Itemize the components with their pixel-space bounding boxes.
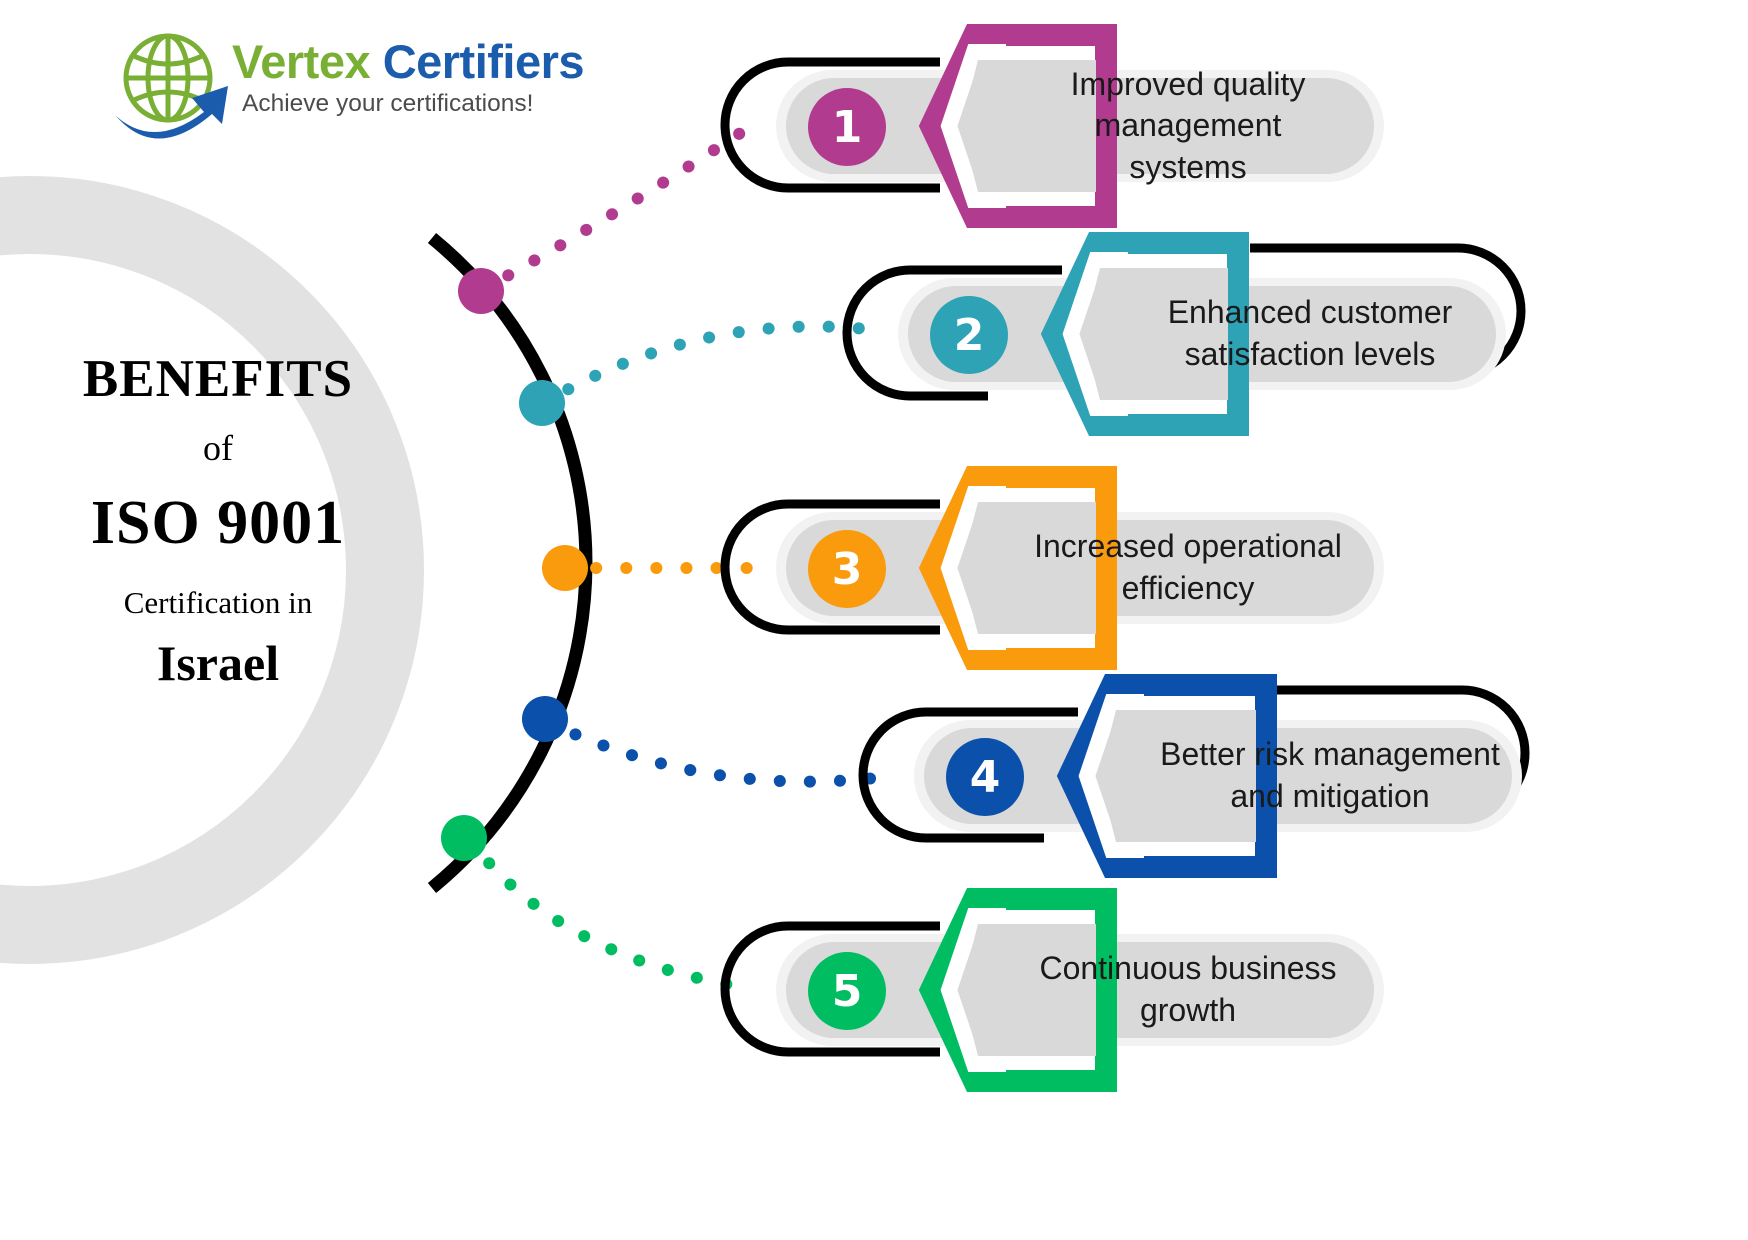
benefit-1-hexagon-left bbox=[918, 24, 1052, 228]
benefit-5-black-bracket bbox=[720, 921, 940, 1057]
title-line-of: of bbox=[203, 427, 233, 468]
arc-node-3 bbox=[542, 545, 588, 591]
benefit-5-hexagon-inner bbox=[940, 908, 1006, 1072]
benefit-2-black-bracket-left bbox=[842, 265, 1062, 401]
logo-tagline: Achieve your certifications! bbox=[242, 90, 534, 117]
page-title: BENEFITS of ISO 9001 Certification in Is… bbox=[18, 350, 418, 692]
benefit-5-text: Continuous business growth bbox=[1039, 950, 1337, 1028]
benefit-1-number-badge: 1 bbox=[808, 88, 886, 166]
benefit-5-number-badge: 5 bbox=[808, 952, 886, 1030]
benefit-4-black-bracket-left bbox=[858, 707, 1078, 843]
benefit-4-number-badge: 4 bbox=[946, 738, 1024, 816]
brand-logo[interactable]: Vertex Certifiers Achieve your certifica… bbox=[108, 28, 585, 148]
benefit-2-hexagon-inner bbox=[1062, 252, 1128, 416]
benefit-4-hexagon-group bbox=[1056, 674, 1277, 878]
benefit-3-black-bracket bbox=[720, 499, 940, 635]
logo-word-primary: Vertex bbox=[232, 35, 371, 88]
logo-wordmark: Vertex Certifiers bbox=[232, 34, 585, 89]
benefit-3-hexagon-left bbox=[918, 466, 1052, 670]
benefit-4-hexagon-fill bbox=[1099, 710, 1256, 842]
arc-node-5 bbox=[441, 815, 487, 861]
benefit-3-hexagon-right bbox=[1052, 466, 1117, 670]
benefit-3-number: 3 bbox=[831, 543, 863, 595]
grey-ring bbox=[0, 176, 424, 964]
arc-node-4 bbox=[522, 696, 568, 742]
benefit-3-text: Increased operational efficiency bbox=[1034, 528, 1342, 606]
benefit-2-hexagon-left bbox=[1040, 232, 1174, 436]
globe-arrow-icon bbox=[116, 33, 228, 139]
benefit-3-hexagon-inner bbox=[940, 486, 1006, 650]
benefit-1-hexagon-group bbox=[918, 24, 1117, 228]
connector-dots-1 bbox=[476, 124, 751, 296]
benefit-4-hexagon-left bbox=[1056, 674, 1190, 878]
benefit-4-number: 4 bbox=[969, 751, 1001, 803]
benefit-2-number: 2 bbox=[953, 309, 985, 361]
benefit-2-number-badge: 2 bbox=[930, 296, 1008, 374]
benefit-1-number: 1 bbox=[831, 101, 863, 153]
benefit-2-hexagon-group bbox=[1040, 232, 1249, 436]
benefit-2-hexagon-fill bbox=[1083, 268, 1228, 400]
arc-node-2 bbox=[519, 380, 565, 426]
benefit-item-4[interactable]: 4 Better risk management and mitigation bbox=[858, 674, 1562, 878]
connector-dots-2 bbox=[536, 320, 882, 410]
benefit-3-hexagon-fill bbox=[961, 502, 1096, 634]
benefit-3-number-badge: 3 bbox=[808, 530, 886, 608]
benefit-1-hexagon-right bbox=[1052, 24, 1117, 228]
benefit-5-outline-group bbox=[720, 921, 940, 1057]
benefit-1-outline-group bbox=[720, 57, 940, 193]
title-line-country: Israel bbox=[156, 635, 280, 692]
benefit-item-2[interactable]: 2 Enhanced customer satisfaction levels bbox=[842, 232, 1546, 436]
benefit-4-hexagon-inner bbox=[1078, 694, 1144, 858]
benefit-item-1[interactable]: 1 Improved quality management systems bbox=[720, 24, 1396, 228]
logo-word-secondary: Certifiers bbox=[382, 35, 585, 88]
benefit-5-hexagon-right bbox=[1052, 888, 1117, 1092]
arc-node-1 bbox=[458, 268, 504, 314]
benefit-item-5[interactable]: 5 Continuous business growth bbox=[720, 888, 1396, 1092]
title-line-benefits: BENEFITS bbox=[82, 350, 354, 408]
connector-dots-4 bbox=[542, 716, 898, 788]
benefit-1-text: Improved quality management systems bbox=[1070, 65, 1306, 185]
title-line-certification: Certification in bbox=[123, 584, 313, 620]
benefit-1-hexagon-fill bbox=[961, 60, 1096, 192]
title-line-standard: ISO 9001 bbox=[90, 489, 346, 558]
benefit-5-hexagon-group bbox=[918, 888, 1117, 1092]
benefit-5-hexagon-left bbox=[918, 888, 1052, 1092]
connector-dots-5 bbox=[464, 834, 761, 995]
benefit-4-hexagon-right bbox=[1190, 674, 1277, 878]
benefit-3-hexagon-group bbox=[918, 466, 1117, 670]
benefit-1-hexagon-inner bbox=[940, 44, 1006, 208]
benefit-2-text: Enhanced customer satisfaction levels bbox=[1167, 294, 1453, 372]
benefit-item-3[interactable]: 3 Increased operational efficiency bbox=[720, 466, 1396, 670]
benefit-5-hexagon-fill bbox=[961, 924, 1096, 1056]
benefit-5-number: 5 bbox=[831, 965, 863, 1017]
benefit-4-text: Better risk management and mitigation bbox=[1160, 736, 1500, 814]
benefit-1-black-bracket bbox=[720, 57, 940, 193]
benefit-3-outline-group bbox=[720, 499, 940, 635]
benefit-2-hexagon-right bbox=[1174, 232, 1249, 436]
